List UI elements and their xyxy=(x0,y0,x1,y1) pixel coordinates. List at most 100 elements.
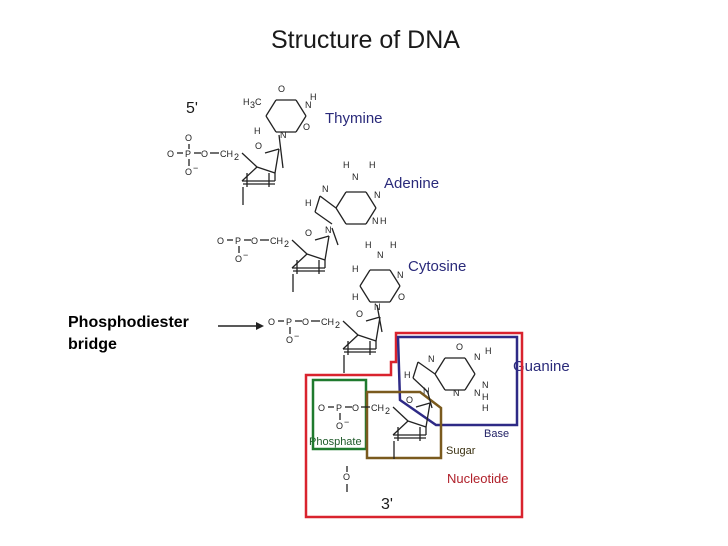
atom-label: N xyxy=(377,250,384,260)
sugar-box xyxy=(365,390,443,460)
guanine-ring xyxy=(434,373,446,391)
ring xyxy=(365,316,381,322)
ring xyxy=(256,166,276,174)
five-prime-end-label: 5' xyxy=(186,100,198,117)
atom-label: O xyxy=(235,254,242,264)
atom-label: CH xyxy=(220,149,233,159)
guanine-ring xyxy=(417,361,436,375)
atom-label: N xyxy=(428,354,435,364)
ring xyxy=(314,235,330,241)
adenine-ring xyxy=(365,207,377,225)
atom-label: H xyxy=(390,240,397,250)
cytosine-label: Cytosine xyxy=(408,258,467,275)
sugar-label: Sugar xyxy=(446,445,476,457)
atom-label: 3 xyxy=(250,100,255,110)
atom-label: H xyxy=(365,240,372,250)
atom-label: P xyxy=(185,149,191,159)
atom-label: H xyxy=(243,97,250,107)
atom-label: H xyxy=(380,216,387,226)
atom-label: O xyxy=(303,122,310,132)
adenine-label: Adenine xyxy=(384,175,440,192)
cytosine-ring xyxy=(359,269,371,287)
atom-label: H xyxy=(343,160,350,170)
atom-label: H xyxy=(404,370,411,380)
atom-label: CH xyxy=(371,403,384,413)
atom-label: CH xyxy=(321,317,334,327)
thymine-ring xyxy=(295,115,307,133)
atom-label: H xyxy=(485,346,492,356)
ring xyxy=(291,239,308,255)
atom-label: O xyxy=(343,472,350,482)
atom-label: O xyxy=(356,309,363,319)
ring xyxy=(324,235,330,261)
glycosidic xyxy=(376,304,383,333)
thymine-ring xyxy=(265,115,277,133)
cytosine-ring xyxy=(389,269,401,287)
atom-label: N xyxy=(474,352,481,362)
atom-label: C xyxy=(255,97,262,107)
atom-label: O xyxy=(268,317,275,327)
atom-label: N xyxy=(482,380,489,390)
adenine-ring xyxy=(335,191,347,209)
phosphodiester-bridge-label: Phosphodiester bridge xyxy=(68,312,189,356)
atom-label: N xyxy=(325,225,332,235)
atom-label: O xyxy=(456,342,463,352)
bridge-arrow-head xyxy=(256,322,264,330)
ring xyxy=(291,253,308,269)
bridge-label-line2: bridge xyxy=(68,336,117,353)
ring xyxy=(306,253,326,261)
adenine-ring xyxy=(335,207,347,225)
glycosidic xyxy=(278,134,284,169)
atom-label: CH xyxy=(270,236,283,246)
ring xyxy=(274,148,280,174)
thymine-ring xyxy=(265,99,277,117)
thymine-label: Thymine xyxy=(325,110,383,127)
atom-label: N xyxy=(305,100,312,110)
ring xyxy=(357,334,377,342)
atom-label: O xyxy=(305,228,312,238)
guanine-ring xyxy=(434,357,446,375)
backbone-bonds xyxy=(177,99,476,492)
atom-label: H xyxy=(352,264,359,274)
atom-label: H xyxy=(305,198,312,208)
atom-label: P xyxy=(286,317,292,327)
guanine-ring xyxy=(464,373,476,391)
page-title: Structure of DNA xyxy=(271,26,460,54)
atom-label: − xyxy=(294,331,299,341)
atom-label: O xyxy=(286,335,293,345)
atom-label: O xyxy=(318,403,325,413)
cytosine-ring xyxy=(389,285,401,303)
nucleotide-label: Nucleotide xyxy=(447,471,509,486)
atom-label: O xyxy=(255,141,262,151)
atom-label: O xyxy=(251,236,258,246)
atom-label: N xyxy=(374,190,381,200)
atom-label: H xyxy=(482,392,489,402)
base-label: Base xyxy=(484,428,510,440)
ring xyxy=(392,406,409,422)
ring xyxy=(342,320,359,336)
glycosidic xyxy=(331,227,339,246)
atom-label: 2 xyxy=(335,320,340,330)
three-prime-end-label: 3' xyxy=(381,496,393,513)
base-box xyxy=(396,335,519,427)
ring xyxy=(241,152,258,168)
ring xyxy=(415,402,431,408)
atom-label: O xyxy=(217,236,224,246)
adenine-ring xyxy=(365,191,377,209)
atom-label: P xyxy=(235,236,241,246)
glycosidic xyxy=(427,392,433,409)
atom-label: N xyxy=(423,386,430,396)
ring xyxy=(425,402,431,428)
adenine-ring xyxy=(314,195,321,213)
adenine-ring xyxy=(314,211,333,225)
atom-label: N xyxy=(374,302,381,312)
ring xyxy=(392,420,409,436)
atom-label: P xyxy=(336,403,342,413)
atom-label: 2 xyxy=(234,152,239,162)
atom-label: H xyxy=(254,126,261,136)
atom-label: − xyxy=(344,417,349,427)
guanine-label: Guanine xyxy=(513,358,570,375)
guanine-ring xyxy=(412,361,419,379)
